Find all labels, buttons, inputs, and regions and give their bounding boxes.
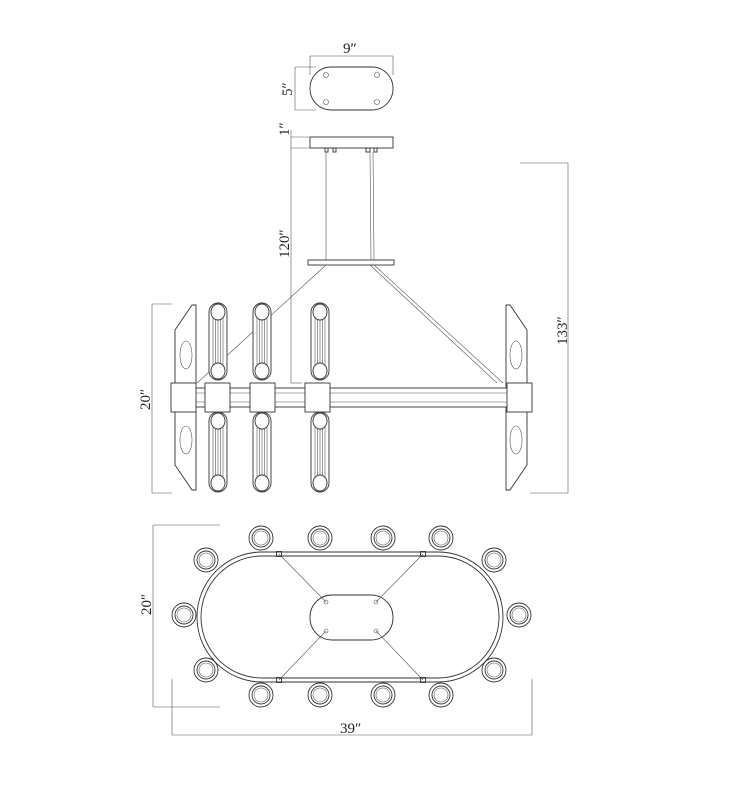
lamp-bottom: [506, 602, 532, 628]
overall-height-label: 133″: [555, 316, 571, 345]
lamp-bottom: [248, 525, 274, 551]
lamp-bottom: [171, 602, 197, 628]
support-arm: [278, 553, 327, 603]
glass-tube: [310, 302, 330, 381]
lamp-bottom: [193, 547, 219, 573]
lamp-bottom: [370, 682, 396, 708]
lamp-bottom: [193, 657, 219, 683]
lamp-bottom: [307, 525, 333, 551]
lamp-bottom: [428, 525, 454, 551]
canopy-width-label: 9″: [343, 41, 357, 57]
canopy-height-label: 1″: [277, 122, 293, 136]
bottom-view: 20″ 39″: [139, 524, 533, 737]
lamp-bottom: [428, 682, 454, 708]
connector: [276, 677, 282, 683]
mount-hole: [373, 628, 379, 634]
mount-hole: [323, 599, 329, 605]
support-arm: [375, 630, 424, 681]
connector: [420, 551, 426, 557]
canopy-top-view: 9″ 5″: [280, 41, 394, 111]
side-elevation: 1″ 120″ 133″ 20″: [138, 122, 571, 494]
canopy-depth-label: 5″: [280, 82, 296, 96]
glass-tube: [252, 411, 272, 493]
lamp-bottom: [248, 682, 274, 708]
support-arm: [278, 630, 327, 681]
mount-hole: [323, 628, 329, 634]
support-arm: [375, 553, 424, 603]
fixture-width-label: 39″: [340, 721, 361, 737]
glass-tube: [310, 411, 330, 493]
lamp-bottom: [370, 525, 396, 551]
connector: [276, 551, 282, 557]
lamp-bottom: [481, 547, 507, 573]
connector: [420, 677, 426, 683]
glass-tube: [252, 302, 272, 381]
lamp-bottom: [481, 657, 507, 683]
cable-length-label: 120″: [277, 229, 293, 258]
fixture-depth-label: 20″: [139, 594, 155, 615]
mount-hole: [373, 599, 379, 605]
lamp-bottom: [307, 682, 333, 708]
glass-tube: [208, 411, 228, 493]
fixture-height-label: 20″: [138, 389, 154, 410]
glass-tube: [208, 302, 228, 381]
